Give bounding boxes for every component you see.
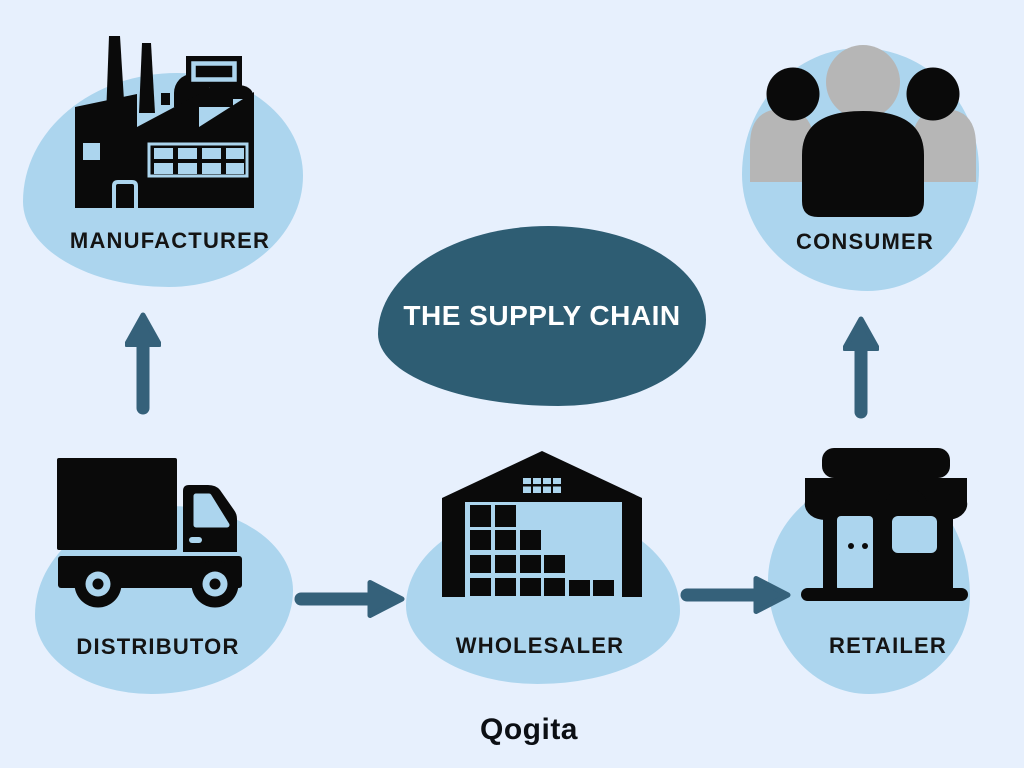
distributor-label: DISTRIBUTOR	[76, 634, 240, 659]
diagram-title: THE SUPPLY CHAIN	[403, 300, 681, 331]
qogita-logo: Qogita	[480, 713, 578, 746]
arrow-distributor-to-manufacturer-icon	[125, 312, 161, 415]
arrow-wholesaler-to-retailer-icon	[680, 576, 791, 614]
arrow-retailer-to-consumer-icon	[843, 316, 879, 419]
people-group-icon	[750, 45, 976, 217]
storefront-icon	[801, 448, 968, 601]
factory-icon	[75, 36, 254, 208]
delivery-truck-icon	[57, 458, 242, 608]
arrow-distributor-to-wholesaler-icon	[294, 580, 405, 618]
title-blob: THE SUPPLY CHAIN	[378, 226, 706, 406]
consumer-label: CONSUMER	[796, 229, 934, 254]
retailer-label: RETAILER	[829, 633, 947, 658]
manufacturer-label: MANUFACTURER	[69, 228, 271, 253]
warehouse-icon	[442, 451, 642, 597]
wholesaler-label: WHOLESALER	[455, 633, 625, 658]
